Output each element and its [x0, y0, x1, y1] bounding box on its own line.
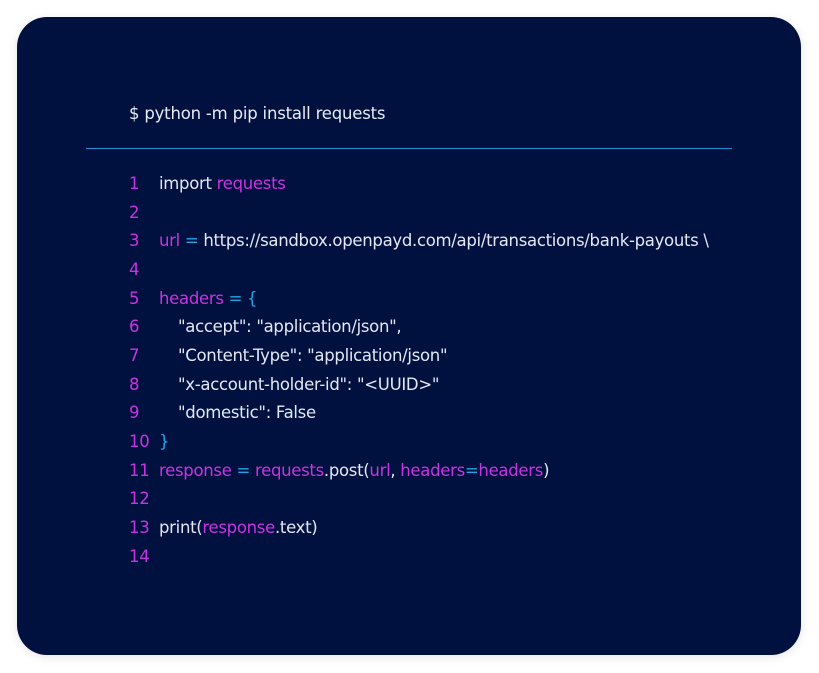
- line-number: 1: [129, 173, 140, 193]
- code-line: 12: [129, 485, 769, 514]
- code-line: 9 "domestic": False: [129, 399, 769, 428]
- code-line: 1 import requests: [129, 169, 769, 198]
- code-text: https://sandbox.openpayd.com/api/transac…: [203, 231, 709, 251]
- code-line: 4: [129, 255, 769, 284]
- line-code: }: [159, 432, 170, 452]
- code-text: ,: [390, 460, 401, 480]
- code-operator: =: [464, 460, 479, 480]
- code-text: "Content-Type": "application/json": [178, 345, 448, 365]
- code-identifier: response: [202, 518, 275, 538]
- code-text: ): [543, 460, 550, 480]
- code-block: 1 import requests 2 3 url = https://sandbox.…: [129, 169, 769, 571]
- line-number: 14: [129, 546, 150, 566]
- code-line: 6 "accept": "application/json",: [129, 312, 769, 341]
- line-number: 12: [129, 489, 150, 509]
- code-identifier: headers: [478, 460, 544, 480]
- code-text: .text): [274, 518, 318, 538]
- line-number: 5: [129, 288, 140, 308]
- code-line: 13 print(response.text): [129, 513, 769, 542]
- line-number: 13: [129, 518, 150, 538]
- line-code: headers = {: [159, 288, 258, 308]
- code-identifier: url: [369, 460, 391, 480]
- code-identifier: headers: [159, 288, 224, 308]
- line-code: "accept": "application/json",: [159, 317, 402, 337]
- code-line: 5 headers = {: [129, 284, 769, 313]
- code-line: 3 url = https://sandbox.openpayd.com/api/…: [129, 226, 769, 255]
- code-line: 14: [129, 542, 769, 571]
- code-text: print(: [159, 518, 203, 538]
- code-identifier: response: [159, 460, 232, 480]
- code-operator: }: [159, 432, 170, 452]
- line-number: 3: [129, 231, 140, 251]
- code-operator: = {: [223, 288, 258, 308]
- line-number: 6: [129, 317, 140, 337]
- line-code: "domestic": False: [159, 403, 316, 422]
- code-line: 7 "Content-Type": "application/json": [129, 341, 769, 370]
- code-identifier: requests: [254, 460, 324, 480]
- line-number: 2: [129, 202, 140, 222]
- line-number: 8: [129, 374, 140, 394]
- code-text: "domestic": False: [178, 403, 316, 423]
- code-identifier: url: [159, 231, 180, 251]
- code-line: 2: [129, 198, 769, 227]
- line-code: import requests: [159, 174, 286, 193]
- line-number: 4: [129, 259, 140, 279]
- code-identifier: requests: [216, 173, 286, 193]
- code-text: import: [159, 173, 217, 193]
- code-operator: =: [179, 231, 204, 251]
- code-operator: =: [231, 460, 255, 480]
- code-snippet-card: $ python -m pip install requests 1 import…: [17, 17, 801, 655]
- code-text: "accept": "application/json",: [178, 317, 402, 337]
- code-line: 8 "x-account-holder-id": "<UUID>": [129, 370, 769, 399]
- line-code: url = https://sandbox.openpayd.com/api/t…: [159, 231, 709, 250]
- line-number: 9: [129, 403, 140, 423]
- install-command: $ python -m pip install requests: [129, 104, 386, 123]
- line-code: print(response.text): [159, 518, 318, 538]
- code-text: "x-account-holder-id": "<UUID>": [178, 374, 440, 394]
- line-code: "Content-Type": "application/json": [159, 345, 448, 365]
- code-line: 10}: [129, 427, 769, 456]
- divider: [86, 148, 732, 149]
- code-text: .post(: [323, 460, 370, 480]
- line-number: 10: [129, 432, 150, 452]
- line-number: 7: [129, 345, 140, 365]
- line-code: response = requests.post(url, headers=he…: [159, 460, 550, 480]
- line-number: 11: [129, 460, 150, 480]
- line-code: "x-account-holder-id": "<UUID>": [159, 375, 439, 394]
- code-identifier: headers: [400, 460, 465, 480]
